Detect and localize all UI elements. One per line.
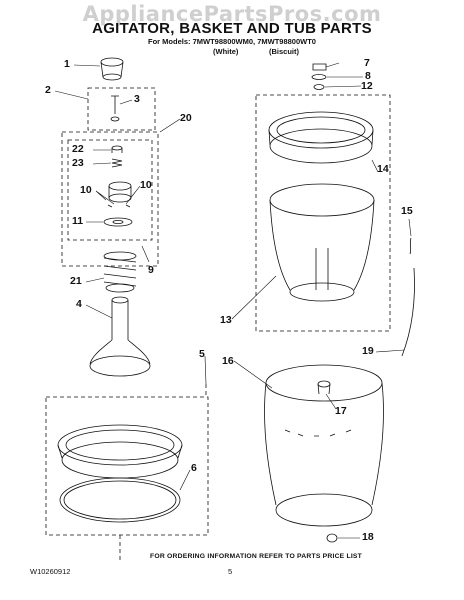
callout-13: 13: [220, 314, 232, 326]
callout-11: 11: [72, 215, 84, 227]
callout-23: 23: [72, 157, 84, 169]
callout-3: 3: [134, 93, 140, 105]
gasket-6-part: [59, 477, 181, 523]
group-box-20: [61, 131, 159, 267]
group-box-2: [87, 87, 156, 131]
callout-18: 18: [362, 531, 374, 543]
callout-8: 8: [365, 70, 371, 82]
leader-lines: [54, 62, 412, 539]
callout-14: 14: [377, 163, 389, 175]
callout-9: 9: [148, 264, 154, 276]
callout-5: 5: [199, 348, 205, 360]
callout-2: 2: [45, 84, 51, 96]
callout-4: 4: [76, 298, 82, 310]
callout-7: 7: [364, 57, 370, 69]
ordering-note: FOR ORDERING INFORMATION REFER TO PARTS …: [150, 553, 363, 560]
agitator-base-4-part: [89, 296, 151, 377]
retainer-11-part: [103, 217, 133, 227]
balance-ring-14-part: [268, 111, 374, 164]
washer-8-part: [311, 74, 327, 80]
hose-15-part: [409, 237, 412, 255]
watermark: AppliancePartsPros.com: [82, 2, 382, 26]
callout-16: 16: [222, 355, 234, 367]
callout-1: 1: [64, 58, 70, 70]
bolt-18-part: [326, 533, 338, 543]
document-id: W10260912: [30, 567, 71, 576]
outer-tub-16-part: [264, 364, 384, 527]
tub-ring-5-part: [57, 424, 183, 479]
callout-20: 20: [180, 112, 192, 124]
page-number: 5: [228, 567, 233, 576]
callout-10-left: 10: [80, 184, 92, 196]
hose-19-part: [401, 267, 415, 357]
nut-12-part: [313, 84, 325, 90]
auger-21-part: [103, 251, 137, 293]
basket-13-part: [269, 183, 375, 302]
agitator-cap-part: [100, 57, 124, 81]
callout-19: 19: [362, 345, 374, 357]
cap-22-part: [111, 145, 123, 153]
callout-6: 6: [191, 462, 197, 474]
callout-12: 12: [361, 80, 373, 92]
callout-10-right: 10: [140, 179, 152, 191]
spring-23-part: [111, 158, 123, 168]
group-box-basket: [255, 94, 391, 332]
cam-10-part: [107, 181, 132, 208]
variant-white: (White): [213, 47, 239, 56]
group-box-6: [45, 396, 209, 536]
page-title: AGITATOR, BASKET AND TUB PARTS: [92, 20, 372, 37]
variant-biscuit: (Biscuit): [269, 47, 299, 56]
nut-7-part: [312, 63, 327, 71]
bolt-part: [110, 95, 120, 122]
callout-21: 21: [70, 275, 82, 287]
callout-22: 22: [72, 143, 84, 155]
callout-15: 15: [401, 205, 413, 217]
callout-17: 17: [335, 405, 347, 417]
bearing-17-part: [317, 380, 331, 395]
group-box-20-inner: [67, 139, 153, 241]
models-line: For Models: 7MWT98800WM0, 7MWT98800WT0: [148, 37, 316, 46]
